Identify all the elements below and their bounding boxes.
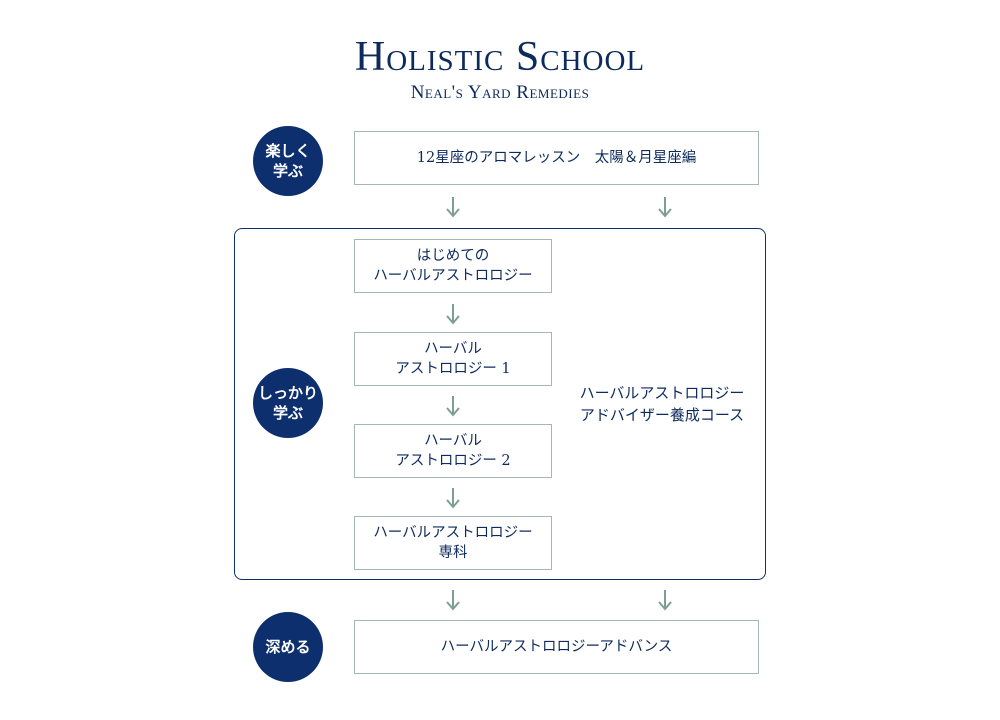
stage-solid-badge: しっかり 学ぶ [253, 368, 323, 438]
stage-deepen-badge: 深める [253, 612, 323, 682]
arrow-down-icon [446, 303, 460, 325]
course-top-box[interactable]: 12星座のアロマレッスン 太陽＆月星座編 [354, 131, 759, 185]
arrow-down-icon [446, 196, 460, 218]
course-advisor-label[interactable]: ハーバルアストロロジー アドバイザー養成コース [579, 384, 745, 424]
course-level1-box[interactable]: ハーバル アストロロジー 1 [354, 332, 552, 386]
course-advance-box[interactable]: ハーバルアストロロジーアドバンス [354, 620, 759, 674]
arrow-down-icon [446, 395, 460, 417]
school-title: Holistic School [354, 34, 646, 80]
course-level2-box[interactable]: ハーバル アストロロジー 2 [354, 424, 552, 478]
arrow-down-icon [446, 487, 460, 509]
arrow-down-icon [658, 196, 672, 218]
course-senka-box[interactable]: ハーバルアストロロジー 専科 [354, 516, 552, 570]
school-subtitle: Neal's Yard Remedies [410, 82, 590, 103]
arrow-down-icon [446, 589, 460, 611]
course-intro-box[interactable]: はじめての ハーバルアストロロジー [354, 239, 552, 293]
stage-enjoy-badge: 楽しく 学ぶ [253, 126, 323, 196]
arrow-down-icon [658, 589, 672, 611]
solid-learning-group [234, 228, 766, 580]
